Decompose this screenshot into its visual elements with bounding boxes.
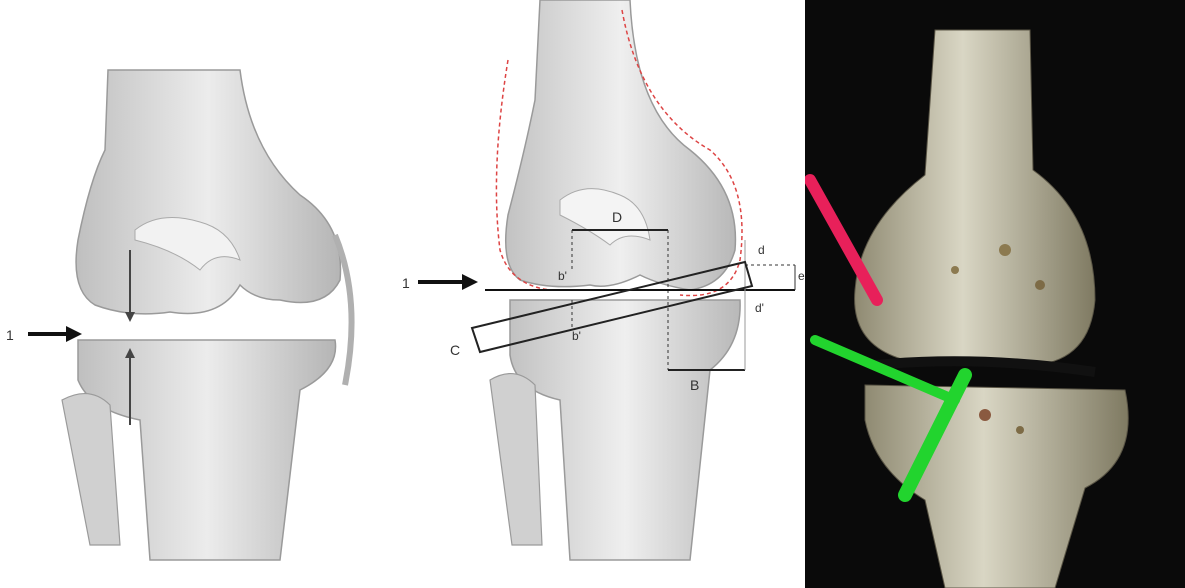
label-b-prime-lower: b': [572, 329, 581, 343]
femur-bone: [76, 70, 340, 314]
label-B: B: [690, 377, 699, 393]
label-e: e: [798, 269, 805, 283]
label-C: C: [450, 342, 460, 358]
knee-diagram-normal: 1: [0, 0, 390, 588]
arrow-label: 1: [402, 275, 410, 291]
label-d: d: [758, 243, 765, 257]
fibula-bone: [490, 374, 542, 545]
tibia-bone: [510, 300, 740, 560]
label-D: D: [612, 209, 622, 225]
knee-normal-illustration: 1: [0, 0, 390, 588]
label-d-prime: d': [755, 301, 764, 315]
fibula-bone: [62, 394, 120, 545]
knee-measurement-illustration: D B C b' b' d d' e 1: [390, 0, 805, 588]
knee-diagram-measurement: D B C b' b' d d' e 1: [390, 0, 805, 588]
arrow-label: 1: [6, 327, 14, 343]
knee-3d-render: [805, 0, 1185, 588]
knee-3d-image: [805, 0, 1185, 588]
femur-bone: [506, 0, 736, 290]
label-b-prime-upper: b': [558, 269, 567, 283]
